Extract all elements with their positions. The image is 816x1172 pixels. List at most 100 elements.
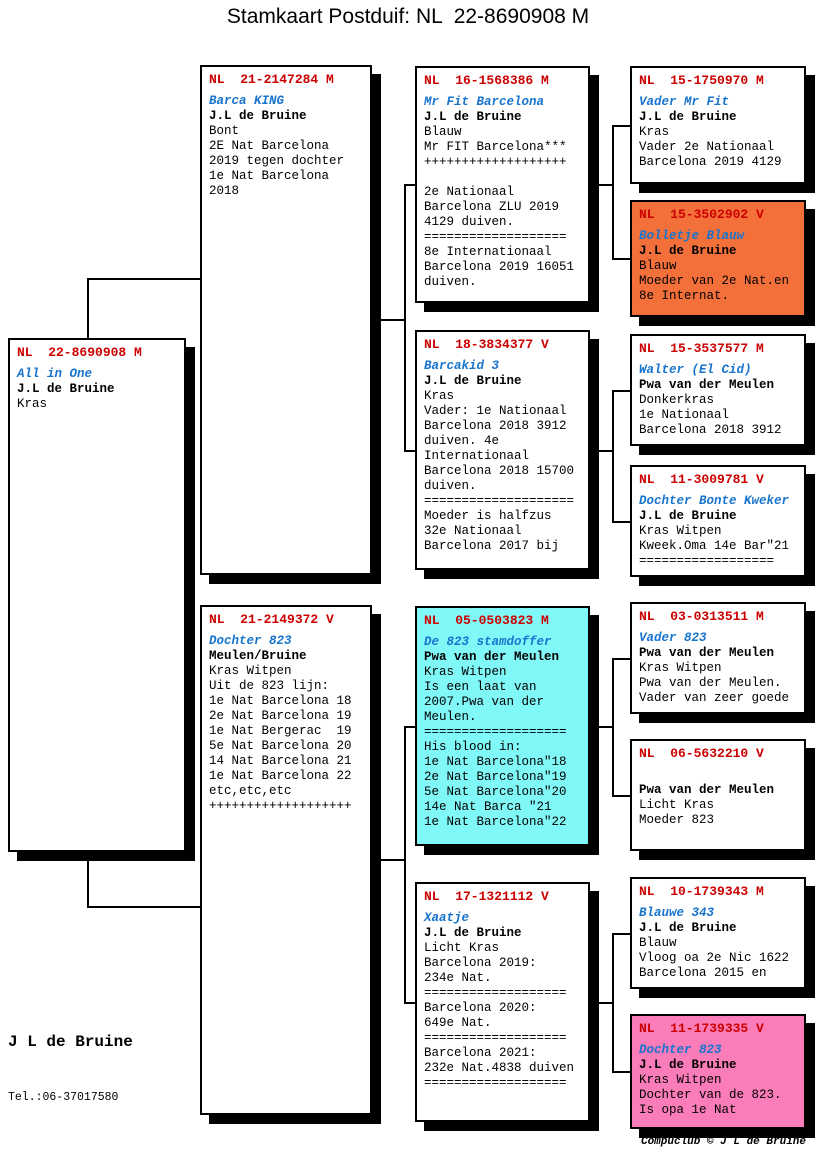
pedigree-box-subject: NL 22-8690908 M All in One J.L de Bruine… — [8, 338, 186, 852]
owner-line: J.L de Bruine — [639, 110, 737, 124]
pigeon-name: Dochter Bonte Kweker — [639, 494, 790, 508]
phone-number: Tel.:06-37017580 — [8, 1091, 119, 1104]
connector-line — [404, 726, 417, 728]
pigeon-name: All in One — [17, 367, 93, 381]
owner-line: Pwa van der Meulen — [639, 646, 775, 660]
owner-line: J.L de Bruine — [17, 382, 115, 396]
pigeon-name: Walter (El Cid) — [639, 363, 752, 377]
pigeon-name: Barcakid 3 — [424, 359, 500, 373]
ring-number: NL 16-1568386 M — [424, 73, 549, 88]
pedigree-box-mm-father: NL 10-1739343 M Blauwe 343 J.L de Bruine… — [630, 877, 806, 989]
connector-line — [87, 906, 202, 908]
ring-number: NL 17-1321112 V — [424, 889, 549, 904]
connector-line — [590, 1002, 614, 1004]
owner-line: J.L de Bruine — [639, 921, 737, 935]
connector-line — [372, 319, 404, 321]
pigeon-name: Dochter 823 — [639, 1043, 722, 1057]
connector-line — [612, 1071, 630, 1073]
pedigree-box-mf-mother: NL 06-5632210 V Pwa van der Meulen Licht… — [630, 739, 806, 851]
ring-number: NL 11-3009781 V — [639, 472, 764, 487]
pedigree-box-ff-father: NL 15-1750970 M Vader Mr Fit J.L de Brui… — [630, 66, 806, 184]
page-title: Stamkaart Postduif: NL 22-8690908 M — [226, 5, 590, 28]
connector-line — [372, 859, 404, 861]
connector-line — [590, 184, 614, 186]
pigeon-name: Vader Mr Fit — [639, 95, 730, 109]
ring-number: NL 03-0313511 M — [639, 609, 764, 624]
ring-number: NL 06-5632210 V — [639, 746, 764, 761]
pedigree-box-father-mother: NL 18-3834377 V Barcakid 3 J.L de Bruine… — [415, 330, 590, 570]
connector-line — [612, 933, 614, 1073]
pedigree-box-ff-mother: NL 15-3502902 V Bolletje Blauw J.L de Br… — [630, 200, 806, 317]
connector-line — [590, 450, 614, 452]
pigeon-name: Xaatje — [424, 911, 470, 925]
pedigree-box-father-father: NL 16-1568386 M Mr Fit Barcelona J.L de … — [415, 66, 590, 303]
owner-line: J.L de Bruine — [424, 374, 522, 388]
connector-line — [404, 726, 406, 1004]
connector-line — [612, 390, 630, 392]
pigeon-name: Bolletje Blauw — [639, 229, 745, 243]
pedigree-box-father: NL 21-2147284 M Barca KING J.L de Bruine… — [200, 65, 372, 575]
pedigree-box-fm-mother: NL 11-3009781 V Dochter Bonte Kweker J.L… — [630, 465, 806, 577]
connector-line — [404, 184, 417, 186]
connector-line — [612, 521, 630, 523]
pigeon-name: Blauwe 343 — [639, 906, 715, 920]
owner-line: J.L de Bruine — [209, 109, 307, 123]
pigeon-name: Dochter 823 — [209, 634, 292, 648]
owner-line: Meulen/Bruine — [209, 649, 307, 663]
pigeon-name: De 823 stamdoffer — [424, 635, 552, 649]
ring-number: NL 22-8690908 M — [17, 345, 142, 360]
connector-line — [404, 1002, 417, 1004]
ring-number: NL 21-2149372 V — [209, 612, 334, 627]
owner-line: J.L de Bruine — [639, 244, 737, 258]
pedigree-box-mf-father: NL 03-0313511 M Vader 823 Pwa van der Me… — [630, 602, 806, 714]
connector-line — [612, 258, 630, 260]
ring-number: NL 15-3502902 V — [639, 207, 764, 222]
owner-line: J.L de Bruine — [424, 926, 522, 940]
owner-line: J.L de Bruine — [424, 110, 522, 124]
pigeon-name: Mr Fit Barcelona — [424, 95, 545, 109]
ring-number: NL 10-1739343 M — [639, 884, 764, 899]
pigeon-name: Vader 823 — [639, 631, 707, 645]
fancier-name: J L de Bruine — [8, 1033, 133, 1051]
connector-line — [612, 125, 630, 127]
ring-number: NL 11-1739335 V — [639, 1021, 764, 1036]
pedigree-box-fm-father: NL 15-3537577 M Walter (El Cid) Pwa van … — [630, 334, 806, 446]
pedigree-box-mm-mother: NL 11-1739335 V Dochter 823 J.L de Bruin… — [630, 1014, 806, 1129]
connector-line — [87, 850, 89, 908]
owner-line: J.L de Bruine — [639, 509, 737, 523]
connector-line — [612, 795, 630, 797]
connector-line — [612, 658, 630, 660]
ring-number: NL 15-3537577 M — [639, 341, 764, 356]
ring-number: NL 15-1750970 M — [639, 73, 764, 88]
pigeon-name: Barca KING — [209, 94, 285, 108]
owner-line: Pwa van der Meulen — [639, 378, 775, 392]
pigeon-name — [639, 768, 801, 783]
connector-line — [612, 390, 614, 523]
connector-line — [404, 184, 406, 452]
connector-line — [612, 933, 630, 935]
connector-line — [87, 278, 202, 280]
ring-number: NL 21-2147284 M — [209, 72, 334, 87]
pedigree-box-mother-father: NL 05-0503823 M De 823 stamdoffer Pwa va… — [415, 606, 590, 846]
details-text: Kras — [17, 397, 48, 411]
pedigree-box-mother: NL 21-2149372 V Dochter 823 Meulen/Bruin… — [200, 605, 372, 1115]
ring-number: NL 18-3834377 V — [424, 337, 549, 352]
connector-line — [87, 278, 89, 340]
connector-line — [404, 450, 417, 452]
pedigree-box-mother-mother: NL 17-1321112 V Xaatje J.L de Bruine Lic… — [415, 882, 590, 1122]
connector-line — [612, 125, 614, 260]
owner-line: J.L de Bruine — [639, 1058, 737, 1072]
